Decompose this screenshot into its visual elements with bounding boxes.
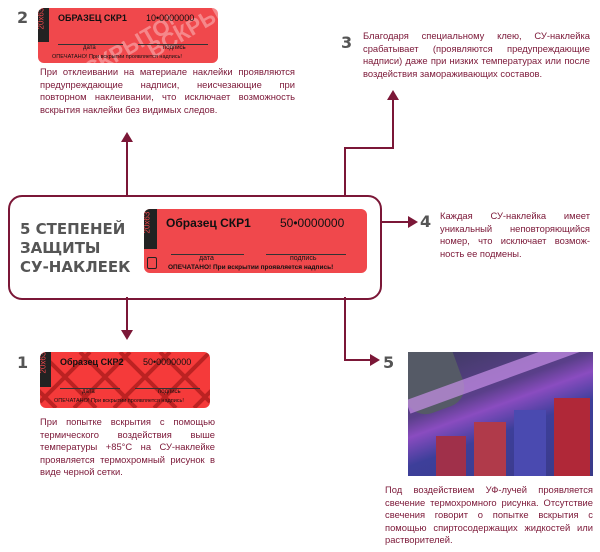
shield-icon xyxy=(147,257,157,269)
sticker-signature-label: подпись xyxy=(163,45,186,51)
void-pattern: ВСКРЫТО!ВСКРЫТО! xyxy=(66,8,218,63)
step-3-number: 3 xyxy=(341,33,353,52)
sticker-notice: ОПЕЧАТАНО! При вскрытии проявляется надп… xyxy=(168,264,334,271)
step-3-text: Благодаря специальному клею, СУ-наклейка… xyxy=(363,30,590,79)
sticker-signature-label: подпись xyxy=(290,255,317,262)
arrow-3-line xyxy=(344,98,394,195)
sticker-size: 20x63 xyxy=(40,352,48,374)
step-2-sticker: ВСКРЫТО!ВСКРЫТО! 20x63 ОБРАЗЕЦ СКР1 10•0… xyxy=(38,8,218,63)
arrow-5-line xyxy=(344,297,372,361)
arrowhead-2 xyxy=(121,132,133,142)
title-line: 5 СТЕПЕНЕЙ xyxy=(20,220,126,238)
step-1-text: При попытке вскрытия с помощью термическ… xyxy=(40,416,215,478)
uv-photo xyxy=(408,352,593,476)
step-5-number: 5 xyxy=(383,353,395,372)
arrowhead-5 xyxy=(370,354,380,366)
main-title: 5 СТЕПЕНЕЙ ЗАЩИТЫ СУ-НАКЛЕЕК xyxy=(20,220,130,277)
sticker-name: Образец СКР1 xyxy=(166,216,251,230)
sticker-size: 20x63 xyxy=(144,211,152,234)
sticker-notice: ОПЕЧАТАНО! При вскрытии проявляется надп… xyxy=(52,54,182,60)
arrowhead-1 xyxy=(121,330,133,340)
arrowhead-4 xyxy=(408,216,418,228)
sticker-date-label: дата xyxy=(83,45,96,51)
main-box xyxy=(8,195,382,300)
sticker-number: 10•0000000 xyxy=(146,13,195,23)
sticker-signature-label: подпись xyxy=(158,389,181,395)
sticker-notice: ОПЕЧАТАНО! При вскрытии проявляется надп… xyxy=(54,398,184,404)
sticker-name: ОБРАЗЕЦ СКР1 xyxy=(58,13,127,23)
title-line: ЗАЩИТЫ xyxy=(20,239,101,257)
step-5-text: Под воздействием УФ-лучей проявляется св… xyxy=(385,484,593,546)
step-2-text: При отклеивании на материале наклейки пр… xyxy=(40,66,295,115)
sticker-name: Образец СКР2 xyxy=(60,357,124,367)
main-sticker: 20x63 Образец СКР1 50•0000000 дата подпи… xyxy=(144,209,367,273)
sticker-size: 20x63 xyxy=(38,8,46,30)
sticker-number: 50•0000000 xyxy=(280,216,345,230)
step-1-sticker: 20x63 Образец СКР2 50•0000000 дата подпи… xyxy=(40,352,210,408)
step-4-text: Каждая СУ-наклейка имеет уникальный непо… xyxy=(440,210,590,259)
thermochrome-grid xyxy=(40,352,210,408)
step-2-number: 2 xyxy=(17,8,29,27)
step-4-number: 4 xyxy=(420,212,432,231)
step-1-number: 1 xyxy=(17,353,29,372)
title-line: СУ-НАКЛЕЕК xyxy=(20,258,131,276)
arrowhead-3 xyxy=(387,90,399,100)
sticker-number: 50•0000000 xyxy=(143,357,192,367)
sticker-date-label: дата xyxy=(199,255,214,262)
sticker-date-label: дата xyxy=(82,389,95,395)
